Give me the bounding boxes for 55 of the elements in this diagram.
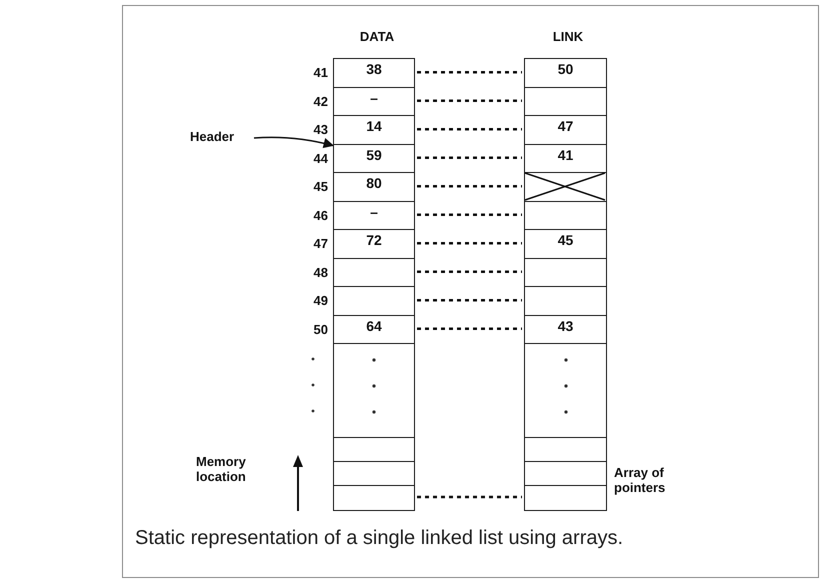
array-cell	[524, 437, 607, 462]
dashed-connector	[417, 242, 522, 244]
array-cell: –	[333, 200, 415, 230]
caption: Static representation of a single linked list using arrays.	[135, 527, 624, 550]
dashed-connector	[417, 270, 522, 273]
column-label: Array of pointers	[614, 466, 666, 496]
array-cell: 14	[333, 115, 415, 145]
header-label: Header	[190, 130, 250, 145]
arrow	[254, 136, 334, 148]
address-number: 45	[312, 180, 328, 195]
array-cell: 64	[333, 314, 415, 344]
address-number: 49	[312, 294, 328, 309]
address-number: 44	[312, 152, 328, 166]
array-cell	[524, 461, 607, 486]
array-cell: –	[333, 86, 415, 116]
dashed-connector	[417, 156, 522, 159]
array-cell: 50	[524, 58, 607, 88]
array-cell: 43	[524, 314, 607, 344]
column-heading: LINK	[552, 30, 584, 45]
array-cell	[524, 286, 607, 316]
array-cell: 38	[333, 58, 415, 88]
array-cell	[524, 343, 607, 438]
dashed-connector	[417, 299, 522, 302]
array-cell	[333, 286, 415, 316]
array-cell: 80	[333, 172, 415, 202]
array-cell	[524, 258, 607, 288]
address-number: 42	[312, 94, 328, 110]
array-cell	[333, 485, 415, 510]
address-number: 41	[312, 66, 328, 81]
array-cell	[524, 86, 607, 116]
dashed-connector	[417, 328, 522, 330]
array-cell	[333, 461, 415, 486]
address-number: 46	[312, 208, 328, 224]
dashed-connector	[417, 71, 522, 74]
array-cell	[333, 258, 415, 288]
address-number: 48	[312, 266, 328, 280]
array-cell: 41	[524, 144, 607, 174]
dashed-connector	[417, 100, 522, 102]
array-cell	[333, 437, 415, 462]
array-cell: 59	[333, 144, 415, 174]
address-number: 50	[312, 322, 328, 338]
array-cell	[333, 343, 415, 438]
array-cell	[524, 485, 607, 510]
array-cell: 45	[524, 229, 607, 259]
array-cell: 47	[524, 115, 607, 145]
address-number: 47	[312, 237, 328, 252]
dashed-connector	[417, 496, 522, 498]
dashed-connector	[417, 214, 522, 216]
array-cell	[524, 200, 607, 230]
dashed-connector	[417, 128, 522, 130]
dashed-connector	[417, 185, 522, 188]
column-heading: DATA	[358, 30, 396, 45]
axis-label: Memory location	[196, 455, 247, 485]
array-cell: 72	[333, 229, 415, 259]
address-number: 43	[312, 123, 328, 138]
